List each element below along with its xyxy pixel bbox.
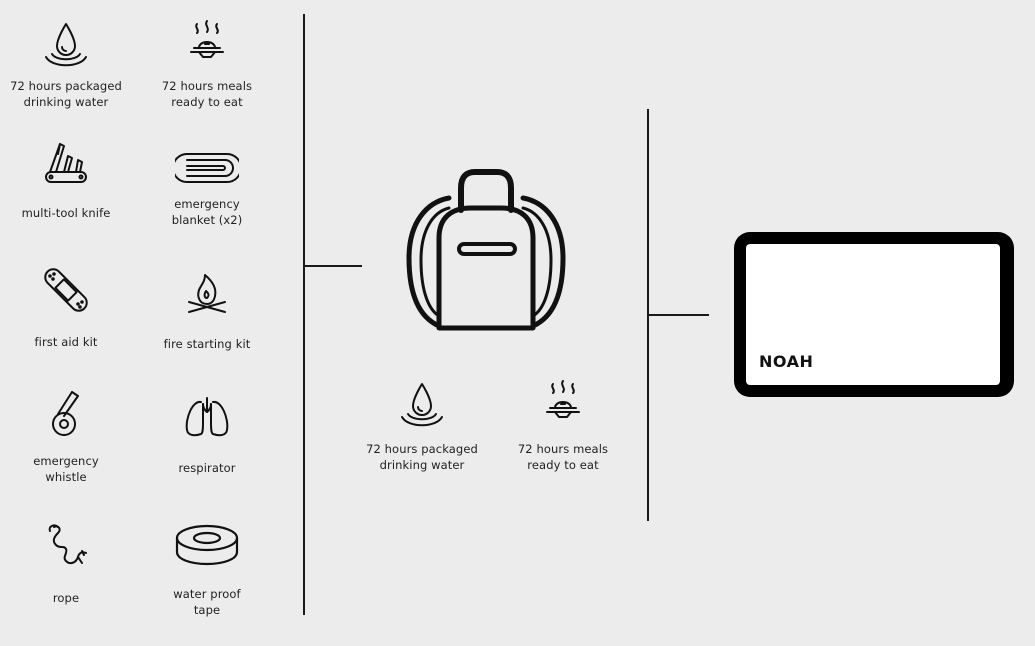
kit-item-first-aid: first aid kit xyxy=(0,260,136,350)
water-drop-icon xyxy=(401,383,443,427)
fire-icon xyxy=(188,274,226,313)
kit-item-label: emergency whistle xyxy=(33,454,99,484)
backpack-item-water: 72 hours packaged drinking water xyxy=(352,380,492,473)
right-divider-line xyxy=(647,109,649,521)
device-brand-label: NOAH xyxy=(759,352,814,371)
lungs-icon xyxy=(185,397,229,437)
kit-item-label: 72 hours packaged drinking water xyxy=(10,79,122,109)
bandage-icon xyxy=(44,268,88,312)
kit-item-label: respirator xyxy=(178,461,236,475)
kit-item-label: water proof tape xyxy=(173,587,241,617)
kit-item-rope: rope xyxy=(0,517,136,606)
multi-tool-knife-icon xyxy=(45,143,87,183)
tape-roll-icon xyxy=(175,524,239,566)
device-screen: NOAH xyxy=(746,244,1000,385)
backpack xyxy=(405,168,567,332)
meal-icon xyxy=(546,380,580,418)
kit-item-label: first aid kit xyxy=(34,335,98,349)
backpack-item-meals: 72 hours meals ready to eat xyxy=(493,380,633,473)
kit-item-label: 72 hours meals ready to eat xyxy=(161,79,253,109)
kit-item-tape: water proof tape xyxy=(137,516,277,618)
kit-item-knife: multi-tool knife xyxy=(0,132,136,221)
rope-icon xyxy=(48,524,87,565)
meal-icon xyxy=(190,20,224,58)
whistle-icon xyxy=(52,391,79,436)
kit-item-water: 72 hours packaged drinking water xyxy=(0,16,136,110)
kit-item-whistle: emergency whistle xyxy=(0,386,136,485)
kit-item-respirator: respirator xyxy=(137,388,277,476)
backpack-item-label: 72 hours packaged drinking water xyxy=(366,442,478,472)
backpack-icon xyxy=(406,169,566,331)
kit-item-blanket: emergency blanket (x2) xyxy=(137,138,277,228)
right-connector-line xyxy=(649,314,709,316)
kit-item-meals: 72 hours meals ready to eat xyxy=(137,16,277,110)
kit-item-label: emergency blanket (x2) xyxy=(171,197,243,227)
kit-item-label: fire starting kit xyxy=(163,337,251,351)
left-divider-line xyxy=(303,14,305,615)
left-connector-line xyxy=(304,265,362,267)
kit-item-fire: fire starting kit xyxy=(137,260,277,352)
kit-item-label: multi-tool knife xyxy=(21,206,111,220)
water-drop-icon xyxy=(45,23,87,67)
noah-device: NOAH xyxy=(734,232,1014,397)
blanket-icon xyxy=(175,153,239,183)
kit-item-label: rope xyxy=(52,591,80,605)
backpack-item-label: 72 hours meals ready to eat xyxy=(517,442,609,472)
